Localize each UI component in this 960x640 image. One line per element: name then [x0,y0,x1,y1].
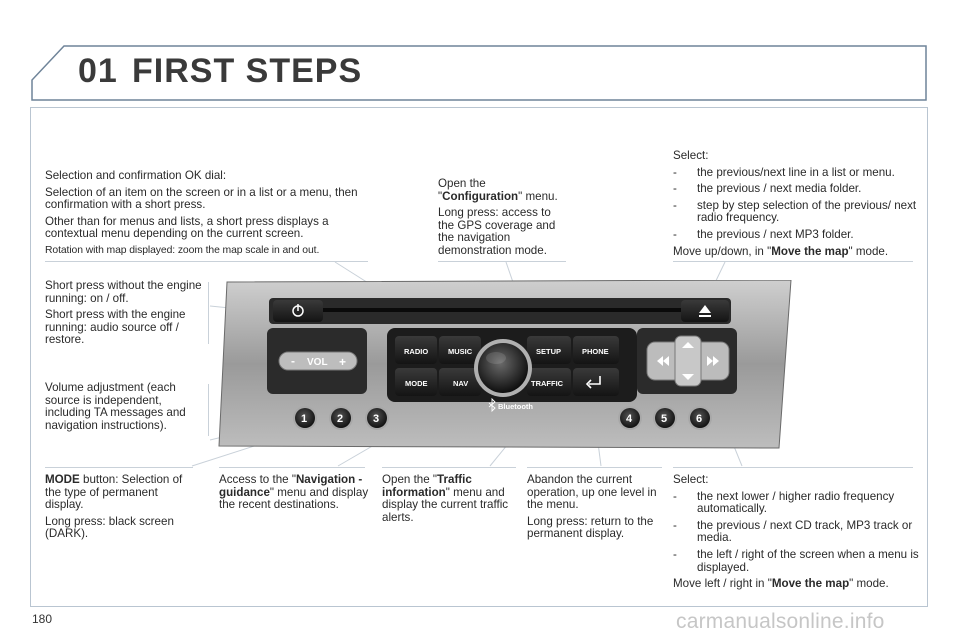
radio-unit: - VOL + RADIO MUSIC SETUP PHONE MODE NA [217,280,793,450]
ok-dial-heading: Selection and confirmation OK dial: [45,169,227,182]
back-abandon: Abandon the current operation, up one le… [527,473,657,512]
up-down-item: -the previous / next MP3 folder. [673,227,854,241]
preset-button[interactable]: 1 [293,406,317,430]
svg-text:5: 5 [661,413,667,425]
callout-left-right: Select: -the next lower / higher radio f… [673,473,919,595]
divider-left-right [673,467,913,468]
volume-description: Volume adjustment (each source is indepe… [45,381,186,432]
left-right-item: -the left / right of the screen when a m… [673,547,919,574]
power-engine-on: Short press with the engine running: aud… [45,308,186,347]
fast-forward-icon [707,356,719,366]
up-down-intro: Select: [673,149,709,162]
divider-up-down [673,261,913,262]
traffic-description: Open the "Traffic information" menu and … [382,473,509,524]
svg-text:1: 1 [301,413,307,425]
divider-mode [45,467,193,468]
back-arrow-icon [585,376,601,389]
svg-text:RADIO: RADIO [404,347,428,356]
callout-nav: Access to the "Navigation - guidance" me… [219,473,369,516]
svg-text:MUSIC: MUSIC [448,347,473,356]
divider-nav [219,467,365,468]
watermark: carmanualsonline.info [676,610,885,633]
chapter-title: FIRST STEPS [132,52,363,90]
callout-traffic: Open the "Traffic information" menu and … [382,473,518,528]
ok-dial-short-press: Other than for menus and lists, a short … [45,214,329,241]
divider-traffic [382,467,516,468]
svg-text:Bluetooth: Bluetooth [498,402,533,411]
left-right-intro: Select: [673,473,709,486]
rewind-icon [657,356,669,366]
preset-button[interactable]: 5 [653,406,677,430]
chapter-number: 01 [78,52,118,90]
svg-text:MODE: MODE [405,379,428,388]
callout-power: Short press without the engine running: … [45,279,207,351]
power-engine-off: Short press without the engine running: … [45,279,202,305]
mode-long-press: Long press: black screen (DARK). [45,514,174,541]
divider-setup [438,261,566,262]
eject-button[interactable] [681,300,729,322]
svg-text:3: 3 [373,413,379,425]
arrow-down-icon [682,374,694,380]
callout-volume: Volume adjustment (each source is indepe… [45,381,207,436]
svg-text:NAV: NAV [453,379,468,388]
callout-back: Abandon the current operation, up one le… [527,473,663,545]
svg-text:PHONE: PHONE [582,347,609,356]
ok-dial[interactable] [474,339,532,397]
left-right-item: -the next lower / higher radio frequency… [673,489,895,516]
content-frame [30,107,928,607]
up-down-map-mode: Move up/down, in "Move the map" mode. [673,244,889,258]
vol-minus-label: - [291,354,295,368]
svg-text:4: 4 [626,413,633,425]
divider-ok-dial [45,261,368,262]
page-number: 180 [32,612,53,626]
preset-button[interactable]: 3 [365,406,389,430]
callout-up-down: Select: -the previous/next line in a lis… [673,149,921,262]
music-button[interactable]: MUSIC [439,336,481,364]
bluetooth-icon [488,397,496,413]
callout-mode: MODE button: Selection of the type of pe… [45,473,195,545]
callout-setup: Open the "Configuration" menu. Long pres… [438,177,568,262]
eject-icon [699,305,711,317]
phone-button[interactable]: PHONE [573,336,619,364]
preset-button[interactable]: 4 [618,406,642,430]
power-icon [292,304,304,317]
setup-button[interactable]: SETUP [527,336,571,364]
divider-power [208,282,209,344]
up-down-item: -the previous / next media folder. [673,182,862,196]
bluetooth-label: Bluetooth [488,397,533,413]
up-down-item: -the previous/next line in a list or men… [673,165,895,179]
svg-text:6: 6 [696,413,702,425]
direction-pad[interactable] [646,335,730,387]
back-button[interactable] [573,368,619,396]
volume-rocker[interactable]: - VOL + [278,351,358,371]
divider-volume [208,384,209,436]
radio-button[interactable]: RADIO [395,336,437,364]
svg-text:SETUP: SETUP [536,347,561,356]
callout-ok-dial: Selection and confirmation OK dial: Sele… [45,169,370,262]
divider-back [527,467,662,468]
left-right-item: -the previous / next CD track, MP3 track… [673,518,913,545]
vol-plus-label: + [339,355,346,369]
mode-button[interactable]: MODE [395,368,437,396]
vol-label: VOL [307,357,328,368]
ok-dial-rotation: Rotation with map displayed: zoom the ma… [45,244,320,256]
preset-button[interactable]: 2 [329,406,353,430]
arrow-up-icon [682,342,694,348]
nav-description: Access to the "Navigation - guidance" me… [219,473,369,512]
svg-text:TRAFFIC: TRAFFIC [531,379,564,388]
svg-text:2: 2 [337,413,343,425]
setup-long-press: Long press: access to the GPS coverage a… [438,206,556,257]
nav-button[interactable]: NAV [439,368,481,396]
up-down-item: -step by step selection of the previous/… [673,198,917,225]
mode-description: MODE button: Selection of the type of pe… [45,473,183,512]
ok-dial-selection: Selection of an item on the screen or in… [45,185,358,212]
power-button[interactable] [273,300,323,322]
left-right-map-mode: Move left / right in "Move the map" mode… [673,577,889,591]
preset-button[interactable]: 6 [688,406,712,430]
traffic-button[interactable]: TRAFFIC [527,368,571,396]
setup-open-menu: Open the "Configuration" menu. [438,177,558,203]
header-frame [31,45,927,101]
back-long-press: Long press: return to the permanent disp… [527,514,654,541]
